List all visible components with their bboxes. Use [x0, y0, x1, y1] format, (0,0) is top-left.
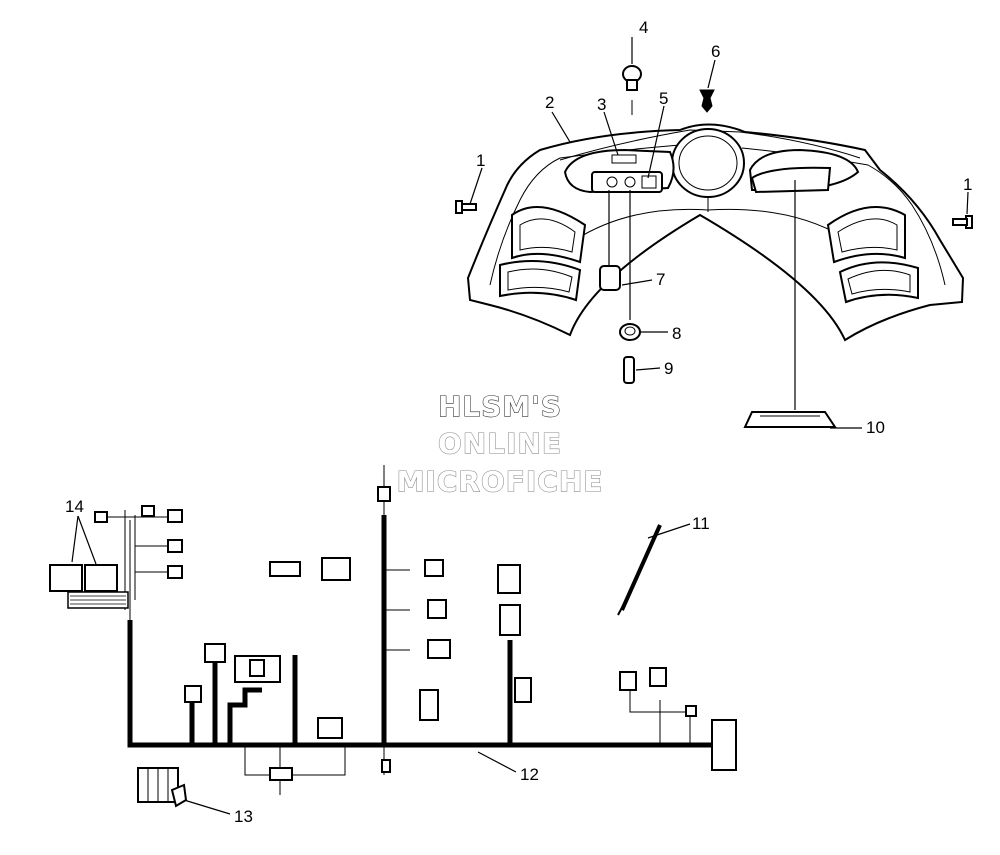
callout-3: 3 [597, 95, 606, 114]
indicator-lamp-7 [599, 265, 621, 291]
screw-right-1 [952, 215, 973, 229]
antenna-11 [617, 524, 662, 616]
watermark-line-2: ONLINE [438, 427, 562, 460]
grommet-4 [622, 65, 642, 115]
callout-1-right: 1 [963, 175, 972, 194]
callout-1-left: 1 [476, 151, 485, 170]
callout-14: 14 [65, 497, 84, 516]
callout-4: 4 [639, 18, 648, 37]
callout-2: 2 [545, 93, 554, 112]
callout-13: 13 [234, 807, 253, 826]
callout-6: 6 [711, 42, 720, 61]
wire-harness-12 [124, 465, 721, 795]
bulb-9 [623, 356, 635, 384]
dash-pod-assembly [466, 123, 965, 342]
callout-8: 8 [672, 324, 681, 343]
watermark-line-3: MICROFICHE [397, 465, 604, 498]
screw-left-1 [455, 200, 477, 214]
callout-11: 11 [692, 514, 710, 533]
callout-9: 9 [664, 359, 673, 378]
push-rivet-6 [699, 89, 715, 113]
harness-connectors [184, 486, 737, 781]
callout-5: 5 [659, 89, 668, 108]
watermark-line-1: HLSM'S [438, 390, 562, 423]
callout-7: 7 [656, 270, 665, 289]
callout-12: 12 [520, 765, 539, 784]
callout-10: 10 [866, 418, 885, 437]
harness-13 [137, 767, 188, 808]
leader-lines [71, 37, 969, 815]
nut-8 [619, 323, 641, 341]
lens-10 [743, 411, 837, 428]
relay-block-14 [49, 505, 183, 609]
